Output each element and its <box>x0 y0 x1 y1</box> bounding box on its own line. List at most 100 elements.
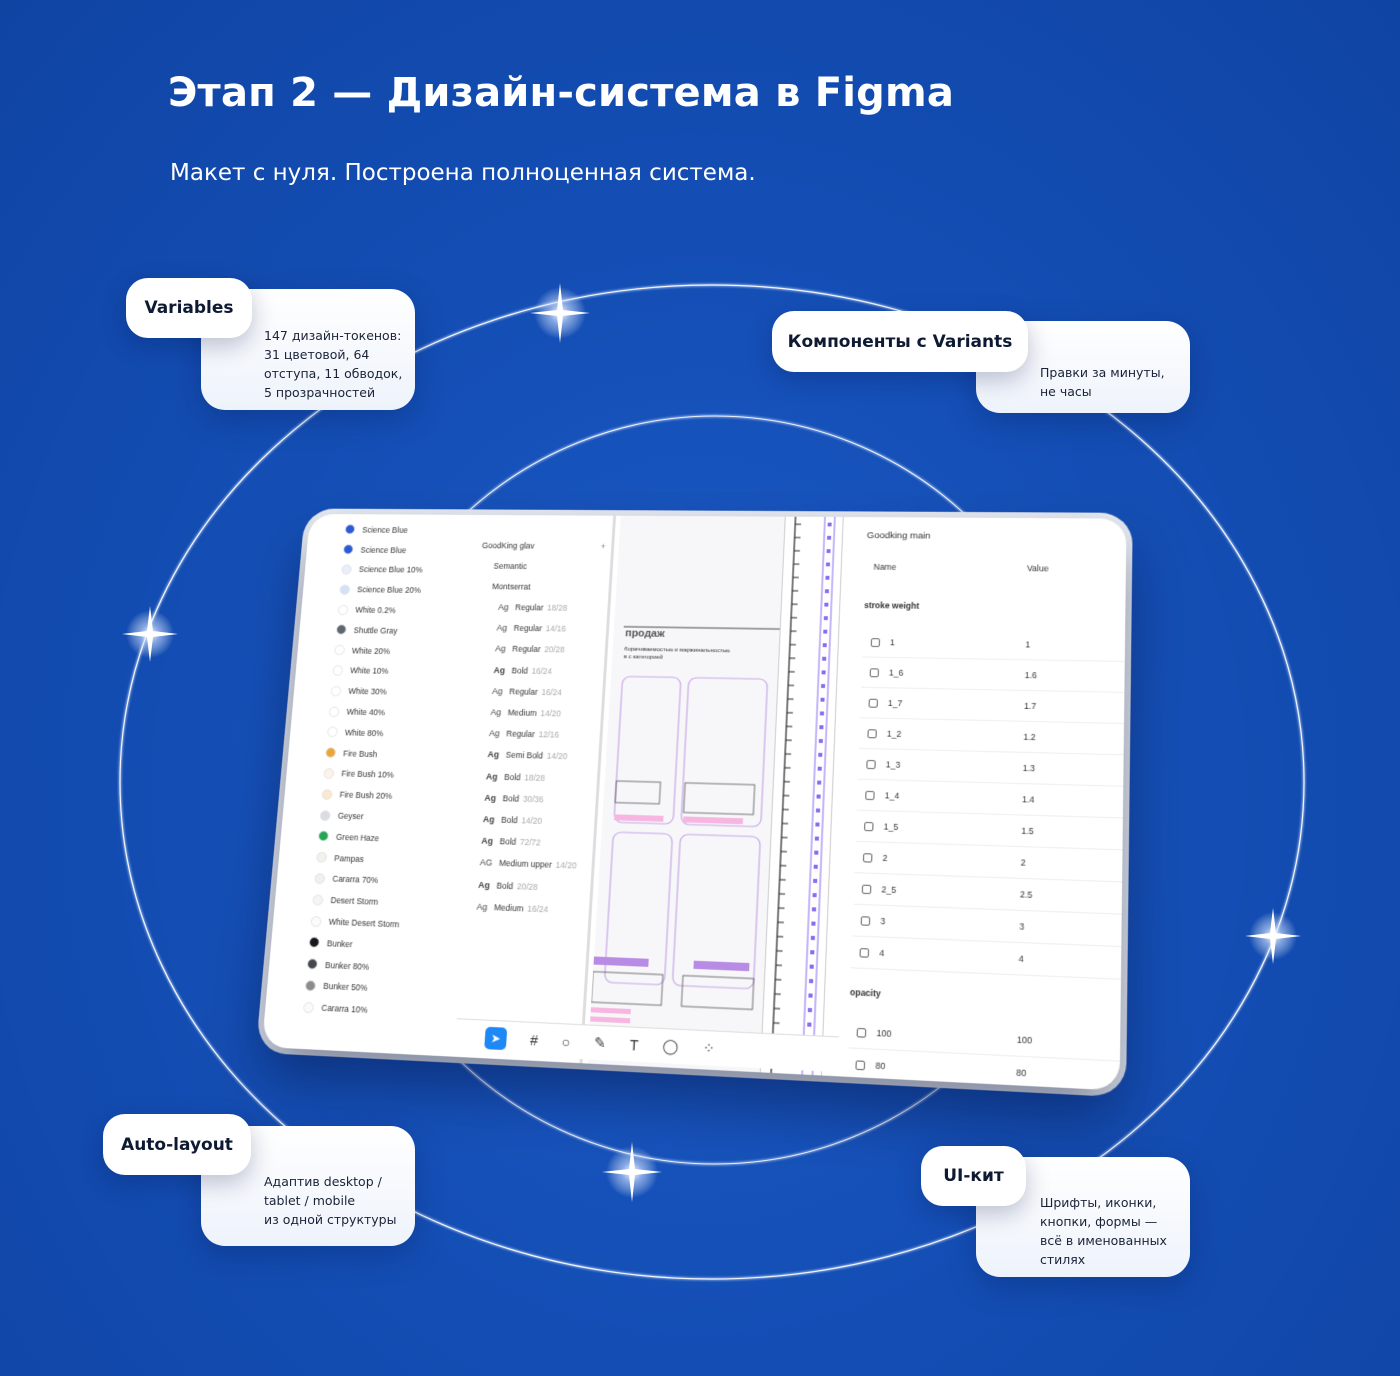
text-style-preview: AG <box>479 857 493 868</box>
variable-name: 1_6 <box>888 667 904 678</box>
color-variable-item[interactable]: Science Blue <box>342 539 454 560</box>
color-variable-item[interactable]: Science Blue <box>344 520 456 541</box>
variable-value[interactable]: 1 <box>1025 639 1031 650</box>
variable-name: 80 <box>875 1060 886 1072</box>
color-swatch-icon <box>328 706 340 717</box>
number-variable-icon <box>861 884 872 894</box>
variables-description: 147 дизайн-токенов: 31 цветовой, 64 отст… <box>264 328 403 400</box>
text-style-weight: Medium upper <box>498 858 553 871</box>
text-style-preview: Ag <box>488 728 500 739</box>
variable-value[interactable]: 2.5 <box>1019 889 1033 900</box>
group-label: Montserrat <box>491 581 531 592</box>
variable-value[interactable]: 80 <box>1016 1067 1027 1079</box>
plus-icon[interactable]: + <box>600 541 606 552</box>
color-variable-item[interactable]: Science Blue 10% <box>341 559 453 580</box>
autolayout-label: Auto-layout <box>103 1114 251 1175</box>
color-variable-name: White 0.2% <box>355 605 396 616</box>
color-swatch-icon <box>325 747 337 759</box>
variable-value[interactable]: 2 <box>1020 857 1026 868</box>
style-group[interactable]: Montserrat <box>478 576 609 598</box>
variable-name-cell: 2 <box>855 852 1011 867</box>
text-tool-icon[interactable]: T <box>629 1036 639 1054</box>
text-style-size: 18/28 <box>524 772 546 783</box>
color-variable-name: Science Blue 20% <box>356 585 422 596</box>
variable-value[interactable]: 1.6 <box>1024 670 1038 681</box>
text-style-preview: Ag <box>487 749 500 760</box>
color-swatch-icon <box>302 1001 315 1014</box>
variable-value[interactable]: 1.7 <box>1023 700 1037 712</box>
text-style-weight: Regular <box>514 602 544 613</box>
text-style-weight: Regular <box>511 644 541 655</box>
color-swatch-icon <box>317 830 330 842</box>
color-variable-item[interactable]: Shuttle Gray <box>335 620 448 642</box>
color-variable-item[interactable]: Science Blue 20% <box>339 579 452 601</box>
text-style-size: 16/24 <box>527 903 549 915</box>
color-variable-item[interactable]: Fire Bush <box>325 742 439 766</box>
text-style-weight: Medium <box>493 902 524 914</box>
color-variable-item[interactable]: White 40% <box>328 701 442 724</box>
text-style-size: 16/24 <box>541 687 563 698</box>
color-variable-item[interactable]: Cararra 10% <box>302 996 419 1023</box>
number-variable-icon <box>869 667 880 677</box>
color-swatch-icon <box>337 604 349 615</box>
color-variable-name: White 20% <box>351 645 391 656</box>
color-variable-item[interactable]: White 80% <box>326 722 440 745</box>
number-variable-icon <box>856 1027 867 1038</box>
canvas-layout-preview: продаж борачиваемостью и маржинальностью… <box>587 515 785 1073</box>
ellipse-tool-icon[interactable]: ○ <box>561 1032 571 1050</box>
variable-value[interactable]: 100 <box>1016 1034 1033 1046</box>
canvas-heading: продаж <box>625 627 666 640</box>
color-variable-item[interactable]: White 20% <box>334 640 447 662</box>
text-style-weight: Semi Bold <box>505 750 544 761</box>
color-swatch-icon <box>310 915 322 927</box>
variable-value[interactable]: 3 <box>1019 921 1025 932</box>
color-variable-item[interactable]: White 30% <box>330 681 444 704</box>
move-tool-icon[interactable]: ➤ <box>484 1026 508 1050</box>
comment-tool-icon[interactable]: ◯ <box>662 1037 679 1055</box>
uikit-label: UI-кит <box>921 1146 1026 1206</box>
collection-name: Goodking main <box>866 530 931 542</box>
variable-value[interactable]: 4 <box>1018 953 1024 965</box>
number-variable-icon <box>868 698 878 708</box>
page-subtitle: Макет с нуля. Построена полноценная сист… <box>170 160 756 186</box>
style-group[interactable]: Semantic <box>480 556 611 578</box>
variable-value[interactable]: 1.3 <box>1022 762 1036 774</box>
color-variable-item[interactable]: White 10% <box>332 660 445 683</box>
variable-value[interactable]: 1.4 <box>1021 794 1035 805</box>
variable-name-cell: 4 <box>851 947 1008 964</box>
sparkle-icon <box>602 1142 662 1202</box>
color-variable-item[interactable]: White 0.2% <box>337 600 450 622</box>
frame-tool-icon[interactable]: # <box>529 1031 539 1049</box>
variable-name: 2_5 <box>881 884 897 896</box>
autolayout-description: Адаптив desktop / tablet / mobile из одн… <box>264 1174 397 1227</box>
actions-tool-icon[interactable]: ⁘ <box>702 1039 716 1057</box>
variable-value[interactable]: 1.2 <box>1023 731 1036 743</box>
variable-value[interactable]: 1.5 <box>1021 825 1034 837</box>
color-variable-name: Shuttle Gray <box>353 625 398 636</box>
number-variable-icon <box>855 1059 866 1070</box>
text-style-size: 20/28 <box>516 880 539 892</box>
canvas-frame: продаж борачиваемостью и маржинальностью… <box>587 515 785 1073</box>
text-style-preview: Ag <box>485 771 498 782</box>
pen-tool-icon[interactable]: ✎ <box>593 1034 607 1052</box>
sparkle-icon <box>1245 908 1301 964</box>
color-swatch-icon <box>315 851 328 863</box>
uikit-description: Шрифты, иконки, кнопки, формы — всё в им… <box>1040 1195 1167 1267</box>
color-swatch-icon <box>304 979 317 992</box>
style-group[interactable]: GoodKing glav+ <box>481 535 612 557</box>
text-style-weight: Bold <box>503 771 521 782</box>
text-style-preview: Ag <box>494 644 506 654</box>
color-variable-name: Bunker 50% <box>322 981 368 994</box>
sparkle-icon <box>530 283 590 343</box>
